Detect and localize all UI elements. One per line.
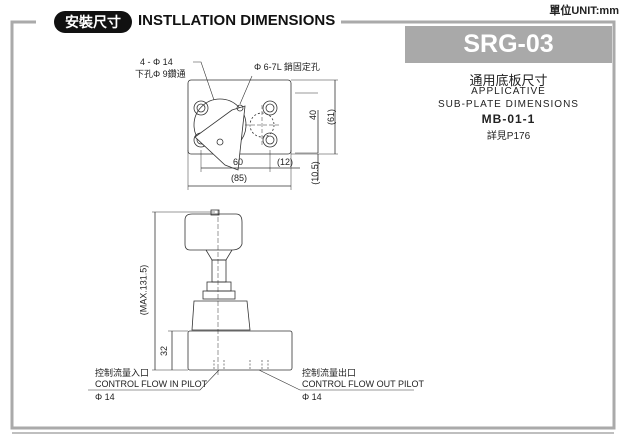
side-view-drawing bbox=[88, 209, 414, 391]
section-badge-cn: 安裝尺寸 bbox=[54, 11, 132, 33]
inlet-label-cn: 控制流量入口 bbox=[95, 368, 150, 378]
subplate-model: MB-01-1 bbox=[481, 112, 536, 126]
outlet-diameter: Φ 14 bbox=[302, 392, 322, 402]
hole-label-1: 4 - Φ 14 bbox=[140, 57, 173, 67]
pin-label: Φ 6-7L 銷固定孔 bbox=[254, 62, 320, 72]
dim-10-5: (10.5) bbox=[309, 161, 320, 185]
top-view-drawing bbox=[187, 61, 338, 190]
subplate-line1: APPLICATIVE bbox=[471, 86, 546, 97]
dim-40: 40 bbox=[308, 109, 319, 121]
inlet-diameter: Φ 14 bbox=[95, 392, 115, 402]
hole-label-2: 下孔Φ 9鑽通 bbox=[135, 69, 186, 79]
outlet-label-cn: 控制流量出口 bbox=[302, 368, 357, 378]
model-banner: SRG-03 bbox=[405, 26, 612, 63]
subplate-ref: 詳見P176 bbox=[486, 131, 531, 142]
dim-32: 32 bbox=[159, 345, 170, 357]
dim-61: (61) bbox=[326, 108, 337, 126]
subplate-title-cn: 通用底板尺寸 bbox=[469, 73, 548, 88]
section-title: INSTLLATION DIMENSIONS bbox=[138, 12, 342, 29]
dim-max: (MAX.131.5) bbox=[138, 264, 149, 316]
frame bbox=[10, 20, 616, 434]
dim-60: 60 bbox=[233, 157, 244, 167]
outlet-label-en: CONTROL FLOW OUT PILOT bbox=[302, 379, 425, 389]
inlet-label-en: CONTROL FLOW IN PILOT bbox=[95, 379, 208, 389]
dim-85: (85) bbox=[231, 173, 248, 183]
dim-12: (12) bbox=[277, 157, 294, 167]
subplate-line2: SUB-PLATE DIMENSIONS bbox=[438, 99, 579, 110]
unit-label: 單位UNIT:mm bbox=[549, 5, 619, 17]
